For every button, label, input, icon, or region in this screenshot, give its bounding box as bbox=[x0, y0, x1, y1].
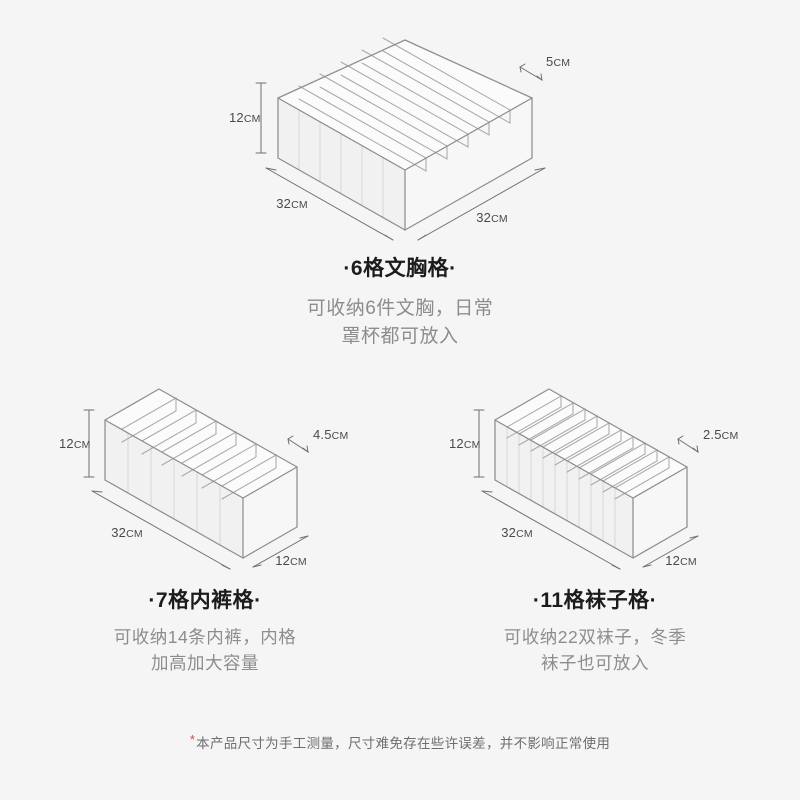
footer-disclaimer-text: 本产品尺寸为手工测量，尺寸难免存在些许误差，并不影响正常使用 bbox=[196, 736, 611, 751]
product-illustration-bra-organizer: 12CM 32CM 32CM bbox=[229, 37, 570, 241]
dimension-label-slot: 4.5CM bbox=[313, 427, 348, 442]
title-suffix-dot: · bbox=[649, 589, 658, 612]
mesh-texture-left bbox=[506, 427, 616, 548]
compartment-dividers bbox=[121, 397, 277, 500]
product-description-bra-organizer: 可收纳6件文胸，日常 罩杯都可放入 bbox=[306, 298, 494, 347]
compartment-dividers bbox=[506, 395, 670, 500]
dimension-slot: 2.5CM bbox=[677, 427, 738, 454]
dimension-slot: 4.5CM bbox=[287, 427, 348, 454]
product-section-bra-organizer: 12CM 32CM 32CM bbox=[0, 37, 800, 350]
title-suffix-dot: · bbox=[449, 257, 457, 280]
mesh-texture-left bbox=[298, 110, 384, 218]
dimension-label-slot: 5CM bbox=[546, 54, 570, 69]
product-caption-bra-organizer: ·6格文胸格· 可收纳6件文胸，日常 罩杯都可放入 bbox=[0, 230, 800, 350]
product-caption-underwear-organizer: ·7格内裤格· 可收纳14条内裤，内格 加高加大容量 bbox=[35, 570, 375, 676]
product-description-socks-organizer: 可收纳22双袜子，冬季 袜子也可放入 bbox=[503, 627, 687, 673]
title-highlighted-part: 6格文 bbox=[350, 257, 407, 283]
dimension-length: 32CM bbox=[481, 490, 621, 570]
product-section-underwear-organizer: 12CM 32CM 12CM bbox=[35, 388, 375, 676]
dimension-length: 32CM bbox=[91, 490, 231, 570]
dimension-width-right: 32CM bbox=[417, 167, 546, 241]
isometric-box-drawing-6-slot: 12CM 32CM 32CM bbox=[229, 37, 570, 241]
product-caption-socks-organizer: ·11格袜子格· 可收纳22双袜子，冬季 袜子也可放入 bbox=[425, 570, 765, 676]
asterisk-marker: * bbox=[189, 732, 196, 747]
dimension-label-length: 32CM bbox=[501, 525, 533, 540]
isometric-box-drawing-11-slot: 12CM 32CM 12CM bbox=[449, 388, 738, 570]
product-title-socks-organizer: ·11格袜子格· bbox=[532, 588, 658, 615]
dimension-height: 12CM bbox=[59, 409, 95, 478]
product-section-socks-organizer: 12CM 32CM 12CM bbox=[425, 388, 765, 676]
box-outline bbox=[494, 388, 688, 559]
dimension-label-depth: 12CM bbox=[665, 553, 697, 568]
dimension-label-height: 12CM bbox=[449, 436, 481, 451]
product-row-bottom: 12CM 32CM 12CM bbox=[0, 388, 800, 676]
dimension-label-width-left: 32CM bbox=[276, 196, 308, 211]
dimension-label-depth: 12CM bbox=[275, 553, 307, 568]
dimension-label-length: 32CM bbox=[111, 525, 143, 540]
title-suffix-dot: · bbox=[254, 589, 262, 612]
footer-disclaimer: *本产品尺寸为手工测量，尺寸难免存在些许误差，并不影响正常使用 bbox=[0, 732, 800, 752]
dimension-depth: 12CM bbox=[642, 535, 699, 568]
title-highlighted-part: 11格袜 bbox=[540, 589, 607, 615]
product-title-underwear-organizer: ·7格内裤格· bbox=[148, 588, 262, 615]
compartment-dividers bbox=[298, 37, 511, 172]
title-prefix-dot: · bbox=[343, 257, 351, 280]
box-outline bbox=[277, 39, 533, 231]
title-rest-part: 裤格 bbox=[211, 589, 255, 612]
dimension-width-left: 32CM bbox=[265, 167, 394, 241]
mesh-texture-left bbox=[127, 433, 221, 545]
dimension-depth: 12CM bbox=[252, 535, 309, 568]
title-prefix-dot: · bbox=[532, 589, 541, 612]
title-rest-part: 子格 bbox=[606, 589, 650, 612]
product-illustration-socks-organizer: 12CM 32CM 12CM bbox=[449, 388, 738, 570]
dimension-slot: 5CM bbox=[519, 54, 570, 82]
product-illustration-underwear-organizer: 12CM 32CM 12CM bbox=[59, 388, 348, 570]
product-description-underwear-organizer: 可收纳14条内裤，内格 加高加大容量 bbox=[113, 627, 297, 673]
dimension-height: 12CM bbox=[229, 82, 267, 154]
isometric-box-drawing-7-slot: 12CM 32CM 12CM bbox=[59, 388, 348, 570]
title-highlighted-part: 7格内 bbox=[155, 589, 212, 615]
box-outline bbox=[104, 388, 298, 559]
dimension-label-slot: 2.5CM bbox=[703, 427, 738, 442]
dimension-height: 12CM bbox=[449, 409, 485, 478]
title-rest-part: 胸格 bbox=[406, 257, 450, 280]
dimension-label-height: 12CM bbox=[59, 436, 91, 451]
product-title-bra-organizer: ·6格文胸格· bbox=[343, 256, 457, 283]
dimension-label-width-right: 32CM bbox=[476, 210, 508, 225]
title-prefix-dot: · bbox=[148, 589, 156, 612]
dimension-label-height: 12CM bbox=[229, 110, 261, 125]
